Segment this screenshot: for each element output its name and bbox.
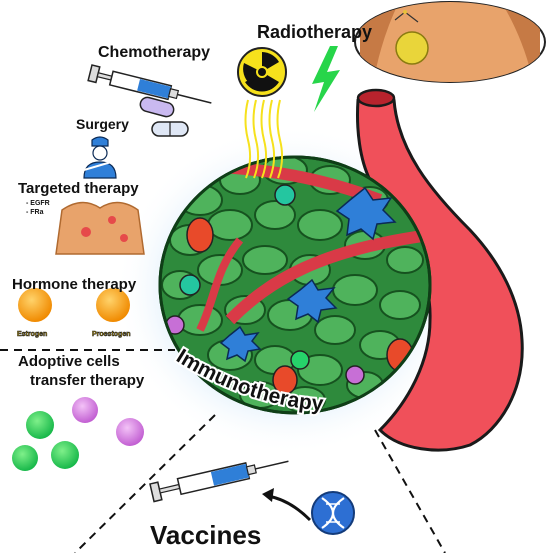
syringe-icon [87,64,212,104]
lightning-icon [312,46,340,112]
radiotherapy-label: Radiotherapy [257,22,373,42]
estrogen-ball [18,288,52,322]
surgery-label: Surgery [76,116,129,132]
divider-diag-right [374,429,446,553]
torso-icon [55,201,145,255]
radiation-icon [237,47,287,97]
estrogen-label: Estrogen [17,331,48,339]
proestogen-label: Proestogen [92,331,131,339]
adoptive-label-line2: transfer therapy [30,372,145,389]
patient-inset [354,1,546,83]
radiation-beams [244,99,284,179]
adoptive-label-line1: Adoptive cells [18,353,120,370]
divider-diag-left [74,414,216,553]
hormone-therapy-label: Hormone therapy [12,276,137,293]
target-fra: - FRa [26,209,44,216]
vaccine-syringe-icon [149,460,289,503]
vaccines-label: Vaccines [150,520,262,550]
surgeon-icon [83,136,119,179]
tumor-cells [161,157,430,413]
vessel-opening [356,88,396,108]
adoptive-cells [12,397,144,471]
targeted-therapy-label: Targeted therapy [18,180,139,197]
chemotherapy-label: Chemotherapy [98,44,211,61]
dna-icon [311,491,355,535]
arrow-icon [267,494,312,522]
pills-icon [139,96,189,137]
proestogen-ball [96,288,130,322]
target-egfr: - EGFR [26,200,50,207]
